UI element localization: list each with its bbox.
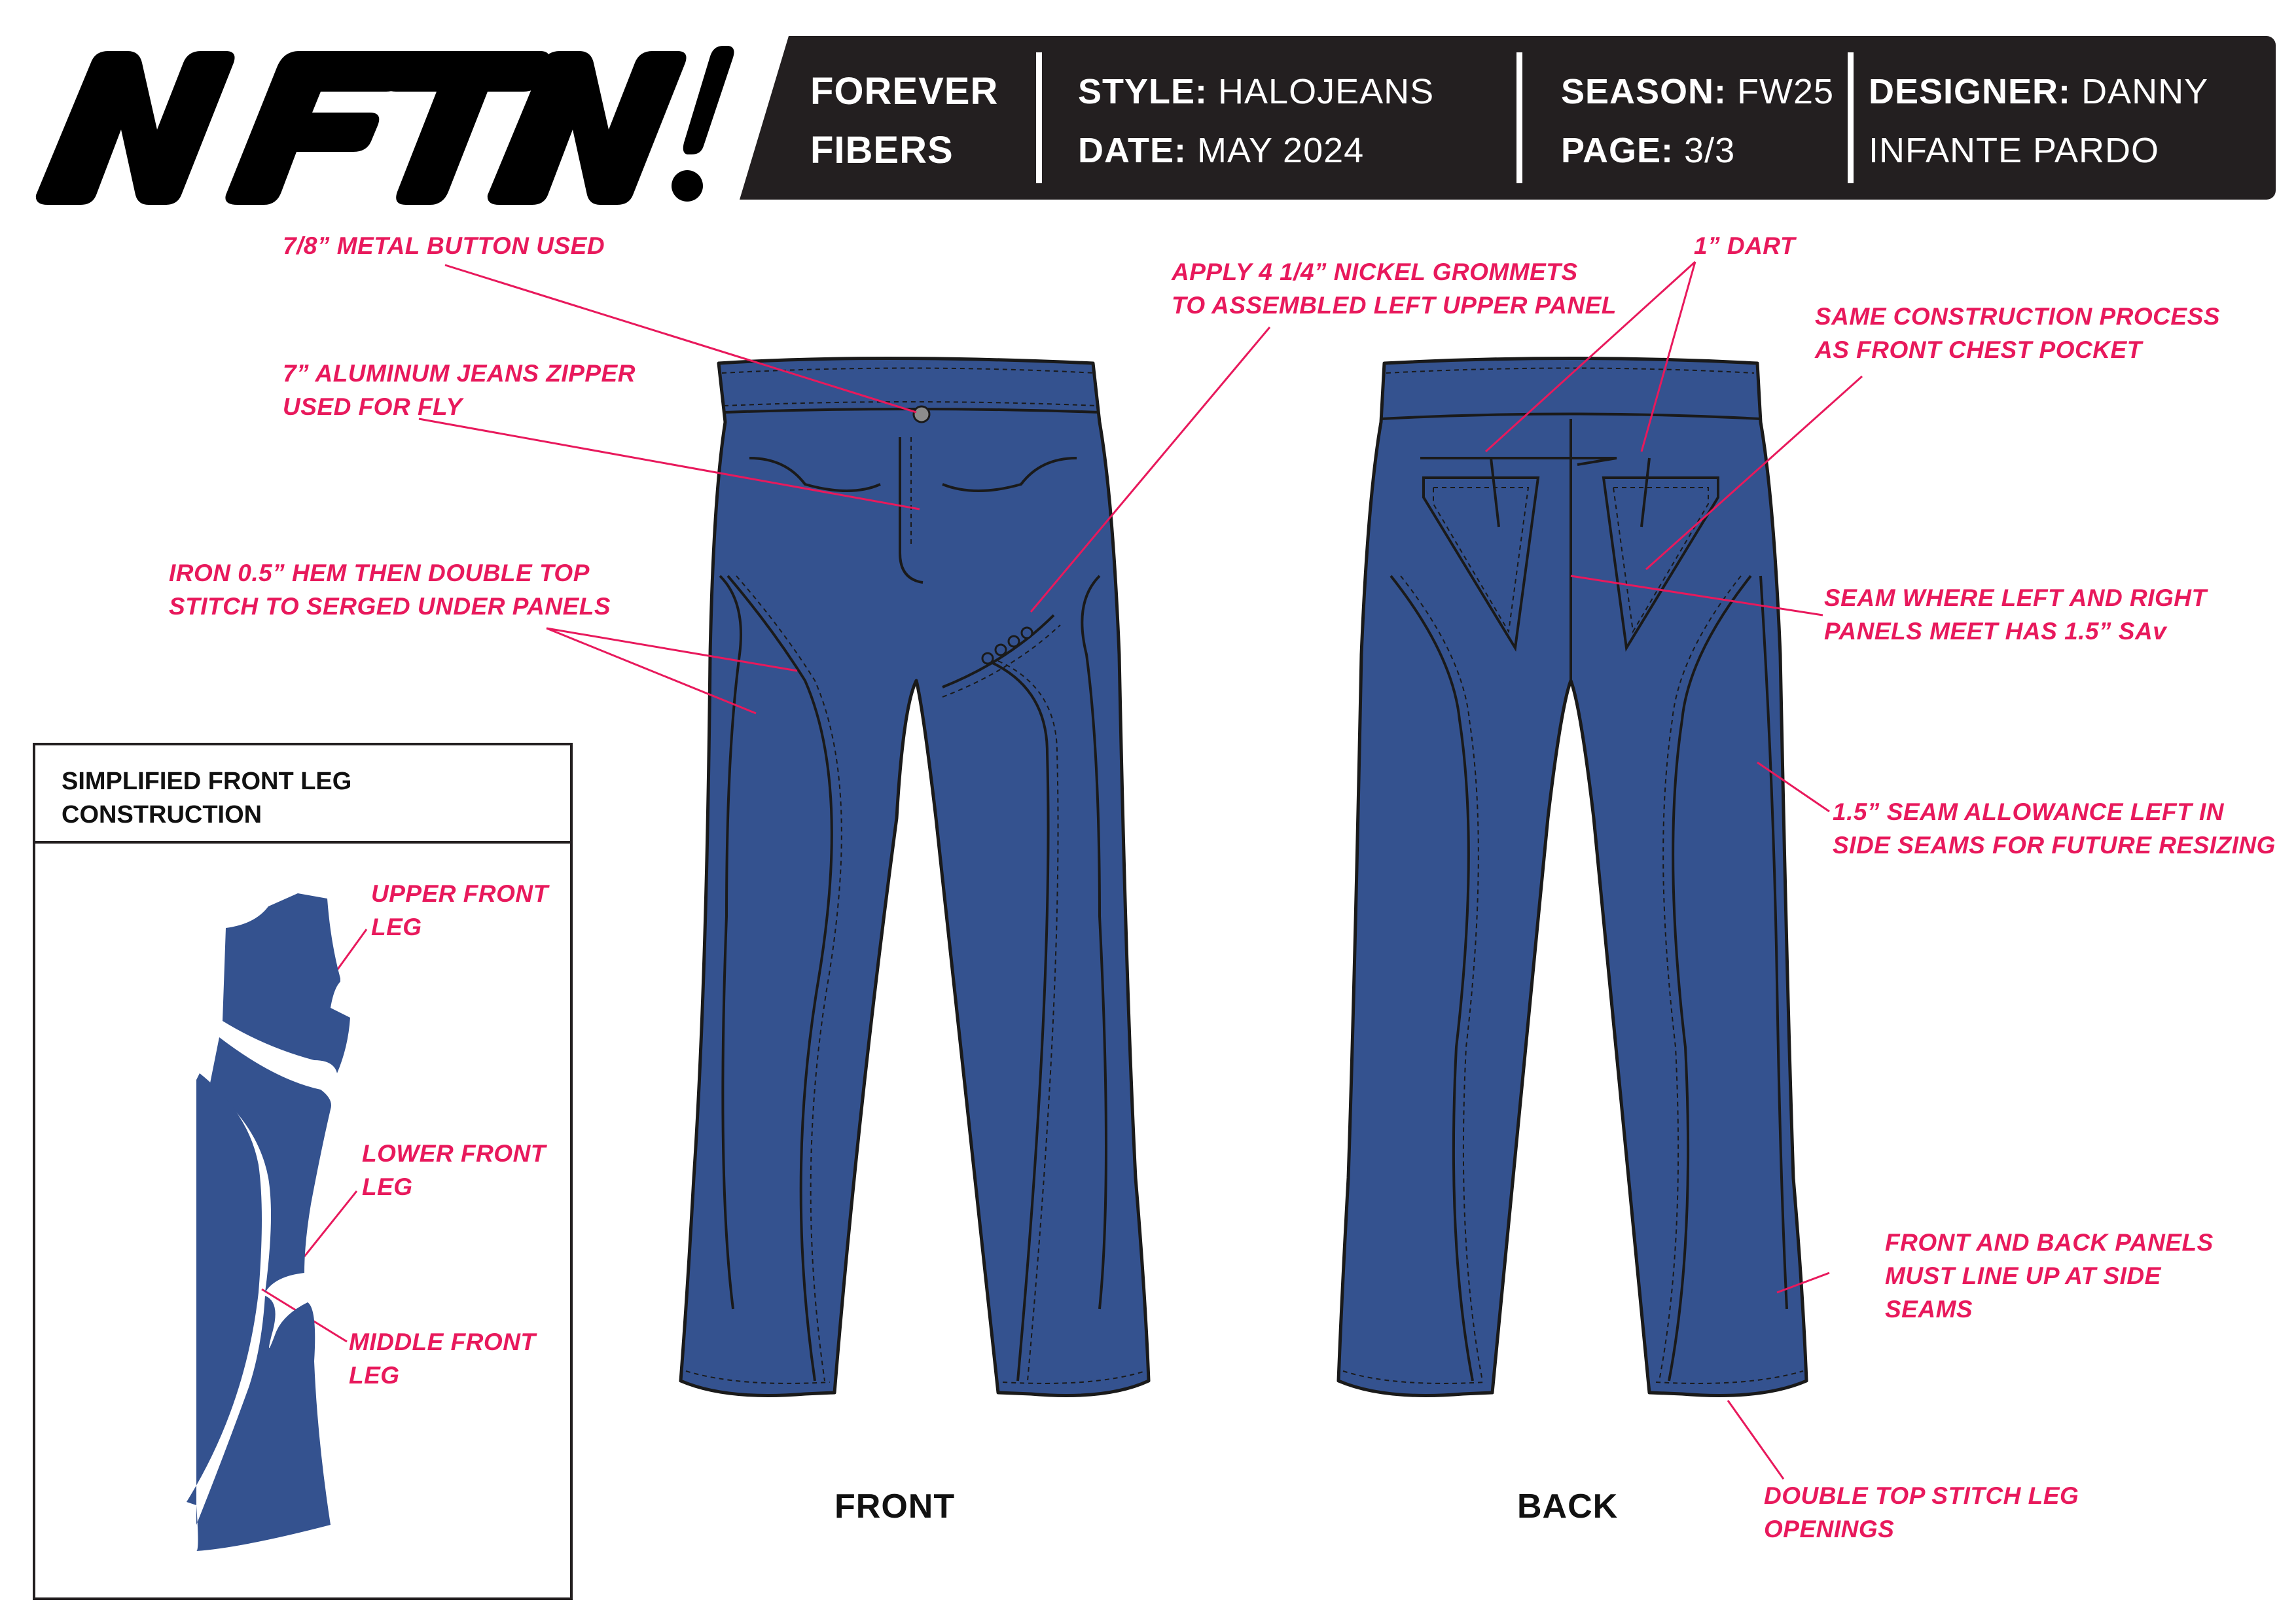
page-label: PAGE: — [1561, 131, 1674, 170]
callout-same-construction: SAME CONSTRUCTION PROCESS AS FRONT CHEST… — [1815, 303, 2220, 363]
leader-hem — [546, 627, 798, 715]
metal-button-icon — [912, 405, 931, 423]
leader-zipper — [418, 418, 920, 510]
back-jeans — [1336, 357, 1808, 1397]
back-left-dart — [1490, 457, 1500, 527]
callout-dart: 1” DART — [1694, 232, 1795, 259]
callout-panels-line-up: FRONT AND BACK PANELS MUST LINE UP AT SI… — [1885, 1229, 2214, 1323]
back-left-hem-stitch — [1342, 1370, 1486, 1384]
callout-grommets: APPLY 4 1/4” NICKEL GROMMETS TO ASSEMBLE… — [1172, 259, 1617, 319]
brand-line-1: FOREVER — [810, 70, 999, 113]
inset-header: SIMPLIFIED FRONT LEG CONSTRUCTION — [35, 745, 570, 844]
callout-leg-openings: DOUBLE TOP STITCH LEG OPENINGS — [1764, 1482, 2079, 1543]
designer-block: DESIGNER: DANNY INFANTE PARDO — [1869, 62, 2208, 180]
leader-seam-allowance — [1757, 761, 1830, 813]
front-left-panel-seam — [726, 575, 833, 1382]
front-view-label: FRONT — [834, 1488, 956, 1525]
leader-lower-front-leg — [303, 1190, 358, 1257]
front-right-pocket — [942, 457, 1077, 492]
inset-title: SIMPLIFIED FRONT LEG CONSTRUCTION — [62, 768, 352, 829]
callout-seam-meet: SEAM WHERE LEFT AND RIGHT PANELS MEET HA… — [1824, 584, 2207, 645]
simplified-construction-panel: SIMPLIFIED FRONT LEG CONSTRUCTION — [33, 743, 573, 1600]
front-right-side-seam — [1081, 575, 1107, 1310]
fly-seam — [899, 437, 924, 584]
front-waistband-topstitch — [721, 367, 1096, 374]
front-waistband-seam — [725, 408, 1100, 414]
date-value: MAY 2024 — [1197, 131, 1365, 170]
front-grommet-panel-seam — [942, 614, 1055, 688]
callout-lower-front-leg: LOWER FRONT LEG — [362, 1140, 546, 1200]
date-label: DATE: — [1078, 131, 1187, 170]
leader-lines — [261, 260, 1863, 1480]
season-page-block: SEASON: FW25 PAGE: 3/3 — [1561, 62, 1834, 180]
back-waistband-seam — [1380, 412, 1761, 420]
style-value: HALOJEANS — [1218, 72, 1435, 111]
brand-name: FOREVER FIBERS — [810, 62, 998, 180]
middle-front-leg-piece — [187, 1073, 331, 1551]
front-left-pocket — [749, 457, 881, 492]
callout-upper-front-leg: UPPER FRONT LEG — [371, 880, 548, 940]
back-right-dart — [1640, 457, 1651, 527]
back-right-panel-seam — [1668, 575, 1752, 1382]
brand-line-2: FIBERS — [810, 129, 954, 171]
back-right-panel-stitch — [1659, 575, 1742, 1382]
grommets-icon — [981, 626, 1033, 665]
page-value: 3/3 — [1684, 131, 1736, 170]
designer-value-2: INFANTE PARDO — [1869, 131, 2160, 170]
back-left-panel-seam — [1390, 575, 1474, 1382]
callout-zipper: 7” ALUMINUM JEANS ZIPPER USED FOR FLY — [283, 360, 636, 420]
back-right-side-seam — [1759, 575, 1788, 1310]
callout-middle-front-leg: MIDDLE FRONT LEG — [349, 1329, 536, 1389]
leader-grommets — [1030, 327, 1271, 613]
callout-seam-allowance: 1.5” SEAM ALLOWANCE LEFT IN SIDE SEAMS F… — [1833, 798, 2276, 859]
front-jeans — [679, 357, 1151, 1397]
front-left-panel-stitch — [736, 575, 842, 1382]
style-date-block: STYLE: HALOJEANS DATE: MAY 2024 — [1078, 62, 1434, 180]
leader-leg-openings — [1727, 1400, 1785, 1480]
back-waistband-topstitch — [1386, 367, 1755, 374]
brand-logo — [29, 31, 734, 208]
back-view-label: BACK — [1517, 1488, 1619, 1525]
inset-leg-pattern — [187, 893, 350, 1551]
leader-same-construction — [1645, 375, 1863, 571]
leader-seam-meet — [1570, 575, 1823, 616]
front-left-side-seam — [719, 575, 742, 1310]
leader-metal-button — [444, 264, 917, 414]
front-jeans-body — [679, 357, 1151, 1397]
designer-label: DESIGNER: — [1869, 72, 2072, 111]
front-right-panel-seam — [988, 660, 1050, 1382]
season-label: SEASON: — [1561, 72, 1727, 111]
nftn-logo-graphic — [35, 46, 734, 205]
back-yoke-seam — [1420, 457, 1617, 466]
back-left-pocket — [1422, 476, 1540, 652]
back-left-pocket-stitch — [1433, 487, 1530, 633]
back-right-pocket — [1602, 476, 1719, 652]
style-label: STYLE: — [1078, 72, 1208, 111]
upper-front-leg-piece — [223, 893, 350, 1073]
title-bar — [740, 36, 2276, 200]
callout-metal-button: 7/8” METAL BUTTON USED — [283, 232, 605, 259]
front-grommet-panel-stitch — [942, 624, 1061, 698]
leader-dart — [1484, 260, 1696, 453]
back-jeans-body — [1336, 357, 1808, 1397]
header-divider — [1036, 52, 1042, 183]
designer-value-1: DANNY — [2081, 72, 2209, 111]
leader-panels-line-up — [1776, 1272, 1830, 1294]
front-right-hem-stitch — [1002, 1370, 1146, 1384]
front-left-hem-stitch — [685, 1370, 831, 1384]
back-right-pocket-stitch — [1612, 487, 1709, 633]
front-right-panel-stitch — [997, 660, 1059, 1382]
season-value: FW25 — [1737, 72, 1835, 111]
lower-front-leg-piece — [209, 1037, 331, 1293]
callout-hem: IRON 0.5” HEM THEN DOUBLE TOP STITCH TO … — [169, 560, 611, 620]
header-divider — [1516, 52, 1522, 183]
back-left-panel-stitch — [1400, 575, 1483, 1382]
front-waistband-stitch — [723, 401, 1099, 406]
header-divider — [1848, 52, 1854, 183]
